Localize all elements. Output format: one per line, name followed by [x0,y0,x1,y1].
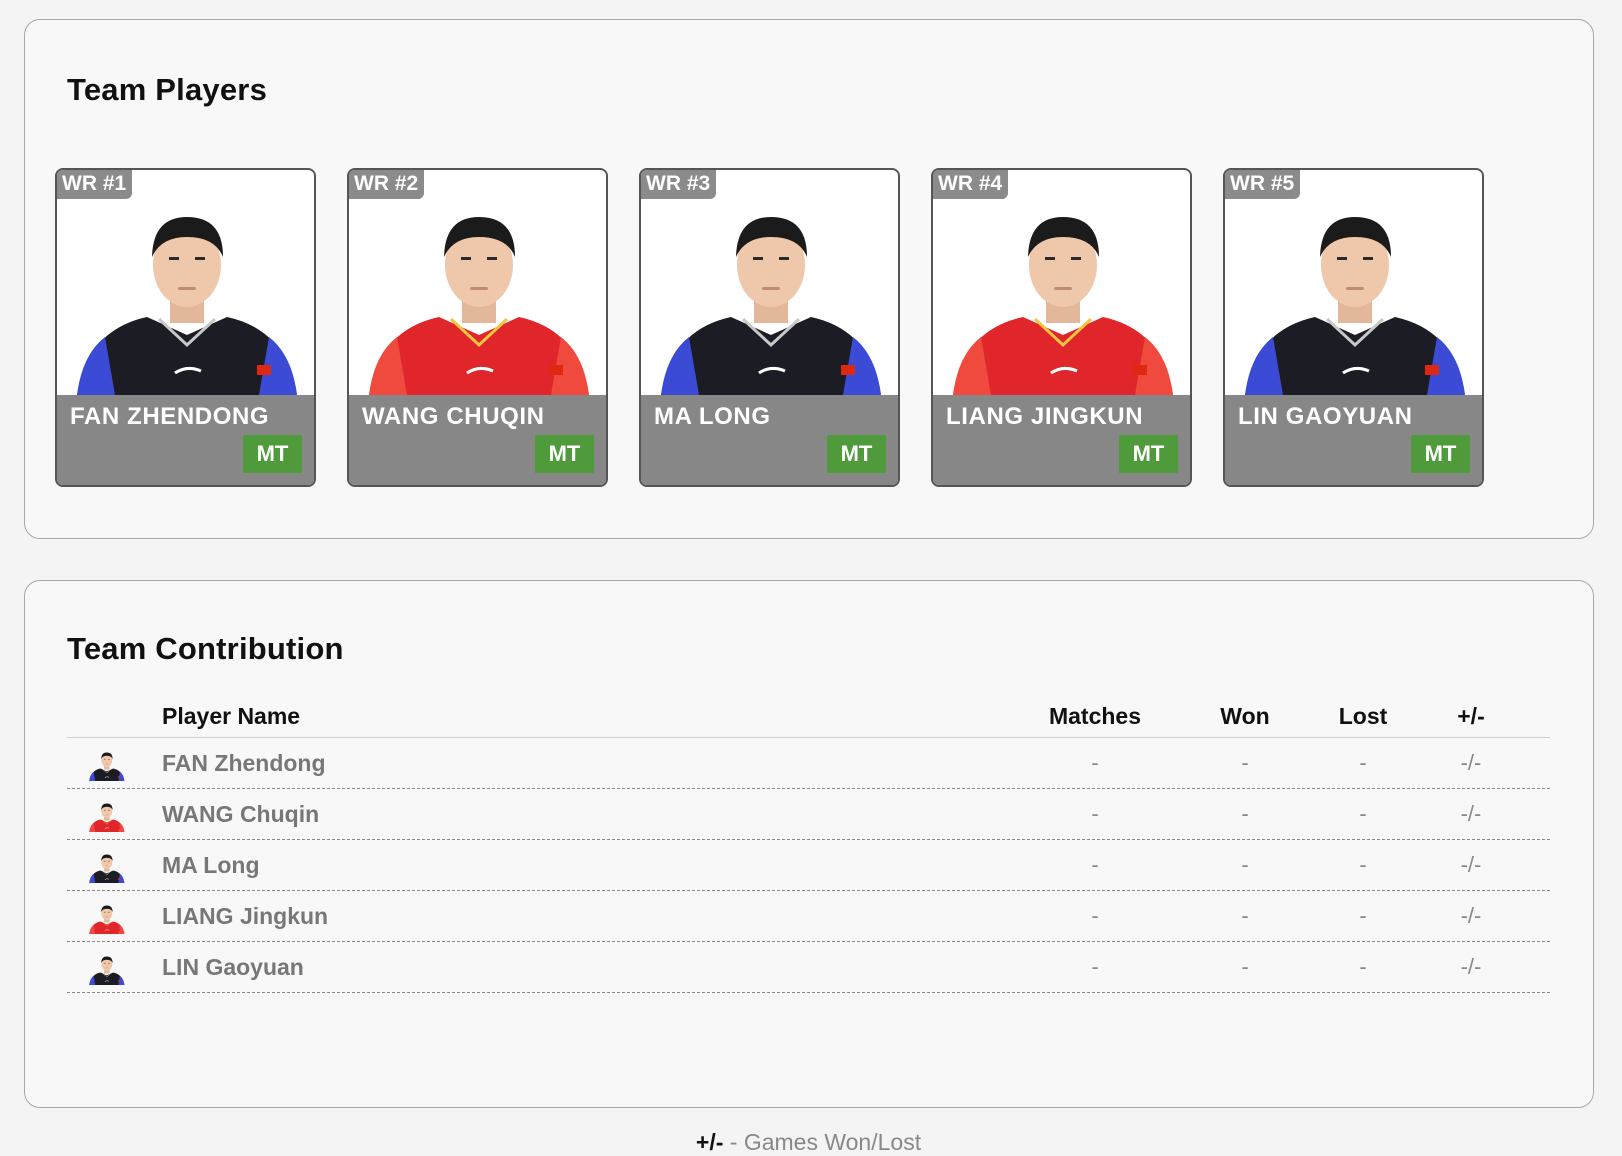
mt-badge: MT [1119,435,1178,473]
plus-minus-value: -/- [1411,801,1531,827]
matches-value: - [1035,852,1155,878]
col-won[interactable]: Won [1185,703,1305,730]
table-row[interactable]: LIN Gaoyuan - - - -/- [67,942,1550,993]
player-name-link[interactable]: LIANG Jingkun [162,903,328,930]
player-avatar [87,948,127,988]
world-rank-badge: WR #1 [57,170,132,199]
team-contribution-panel: Team Contribution Player Name Matches Wo… [24,580,1594,1108]
lost-value: - [1303,801,1423,827]
player-name: FAN ZHENDONG [70,403,269,431]
col-matches[interactable]: Matches [1035,703,1155,730]
player-name: LIANG JINGKUN [946,403,1143,431]
won-value: - [1185,801,1305,827]
player-avatar [87,846,127,886]
team-contribution-title: Team Contribution [67,631,344,667]
lost-value: - [1303,852,1423,878]
table-header: Player Name Matches Won Lost +/- [67,699,1550,738]
matches-value: - [1035,903,1155,929]
player-avatar [87,795,127,835]
player-card-1[interactable]: WR #1 FAN ZHENDONG MT [55,168,316,487]
plus-minus-value: -/- [1411,954,1531,980]
player-photo [57,170,314,395]
player-name-link[interactable]: WANG Chuqin [162,801,319,828]
player-name: LIN GAOYUAN [1238,403,1413,431]
player-card-4[interactable]: WR #4 LIANG JINGKUN MT [931,168,1192,487]
team-players-panel: Team Players WR #1 FAN ZHENDONG MT WR #2… [24,19,1594,539]
team-players-title: Team Players [67,72,267,108]
col-lost[interactable]: Lost [1303,703,1423,730]
legend-text: - Games Won/Lost [723,1129,921,1155]
world-rank-badge: WR #5 [1225,170,1300,199]
matches-value: - [1035,801,1155,827]
player-name: WANG CHUQIN [362,403,545,431]
plus-minus-value: -/- [1411,750,1531,776]
won-value: - [1185,954,1305,980]
plus-minus-value: -/- [1411,852,1531,878]
player-name-link[interactable]: LIN Gaoyuan [162,954,304,981]
won-value: - [1185,852,1305,878]
table-legend: +/- - Games Won/Lost [67,1129,1550,1156]
player-photo [641,170,898,395]
player-photo [933,170,1190,395]
table-row[interactable]: LIANG Jingkun - - - -/- [67,891,1550,942]
player-photo [349,170,606,395]
matches-value: - [1035,954,1155,980]
player-photo-illustration [1225,170,1484,395]
lost-value: - [1303,954,1423,980]
player-photo-illustration [933,170,1192,395]
player-photo [1225,170,1482,395]
contribution-table: Player Name Matches Won Lost +/- FAN Zhe… [67,699,1550,993]
player-card-5[interactable]: WR #5 LIN GAOYUAN MT [1223,168,1484,487]
col-player-name[interactable]: Player Name [162,703,300,730]
matches-value: - [1035,750,1155,776]
player-photo-illustration [641,170,900,395]
player-card-3[interactable]: WR #3 MA LONG MT [639,168,900,487]
mt-badge: MT [535,435,594,473]
player-avatar [87,897,127,937]
world-rank-badge: WR #2 [349,170,424,199]
world-rank-badge: WR #4 [933,170,1008,199]
table-row[interactable]: FAN Zhendong - - - -/- [67,738,1550,789]
won-value: - [1185,750,1305,776]
player-name-link[interactable]: FAN Zhendong [162,750,326,777]
mt-badge: MT [1411,435,1470,473]
table-row[interactable]: WANG Chuqin - - - -/- [67,789,1550,840]
won-value: - [1185,903,1305,929]
player-card-2[interactable]: WR #2 WANG CHUQIN MT [347,168,608,487]
player-photo-illustration [349,170,608,395]
plus-minus-value: -/- [1411,903,1531,929]
world-rank-badge: WR #3 [641,170,716,199]
player-photo-illustration [57,170,316,395]
table-row[interactable]: MA Long - - - -/- [67,840,1550,891]
col-plus-minus[interactable]: +/- [1411,703,1531,730]
player-name: MA LONG [654,403,771,431]
lost-value: - [1303,903,1423,929]
mt-badge: MT [243,435,302,473]
player-avatar [87,744,127,784]
lost-value: - [1303,750,1423,776]
legend-symbol: +/- [696,1129,723,1155]
mt-badge: MT [827,435,886,473]
player-name-link[interactable]: MA Long [162,852,260,879]
